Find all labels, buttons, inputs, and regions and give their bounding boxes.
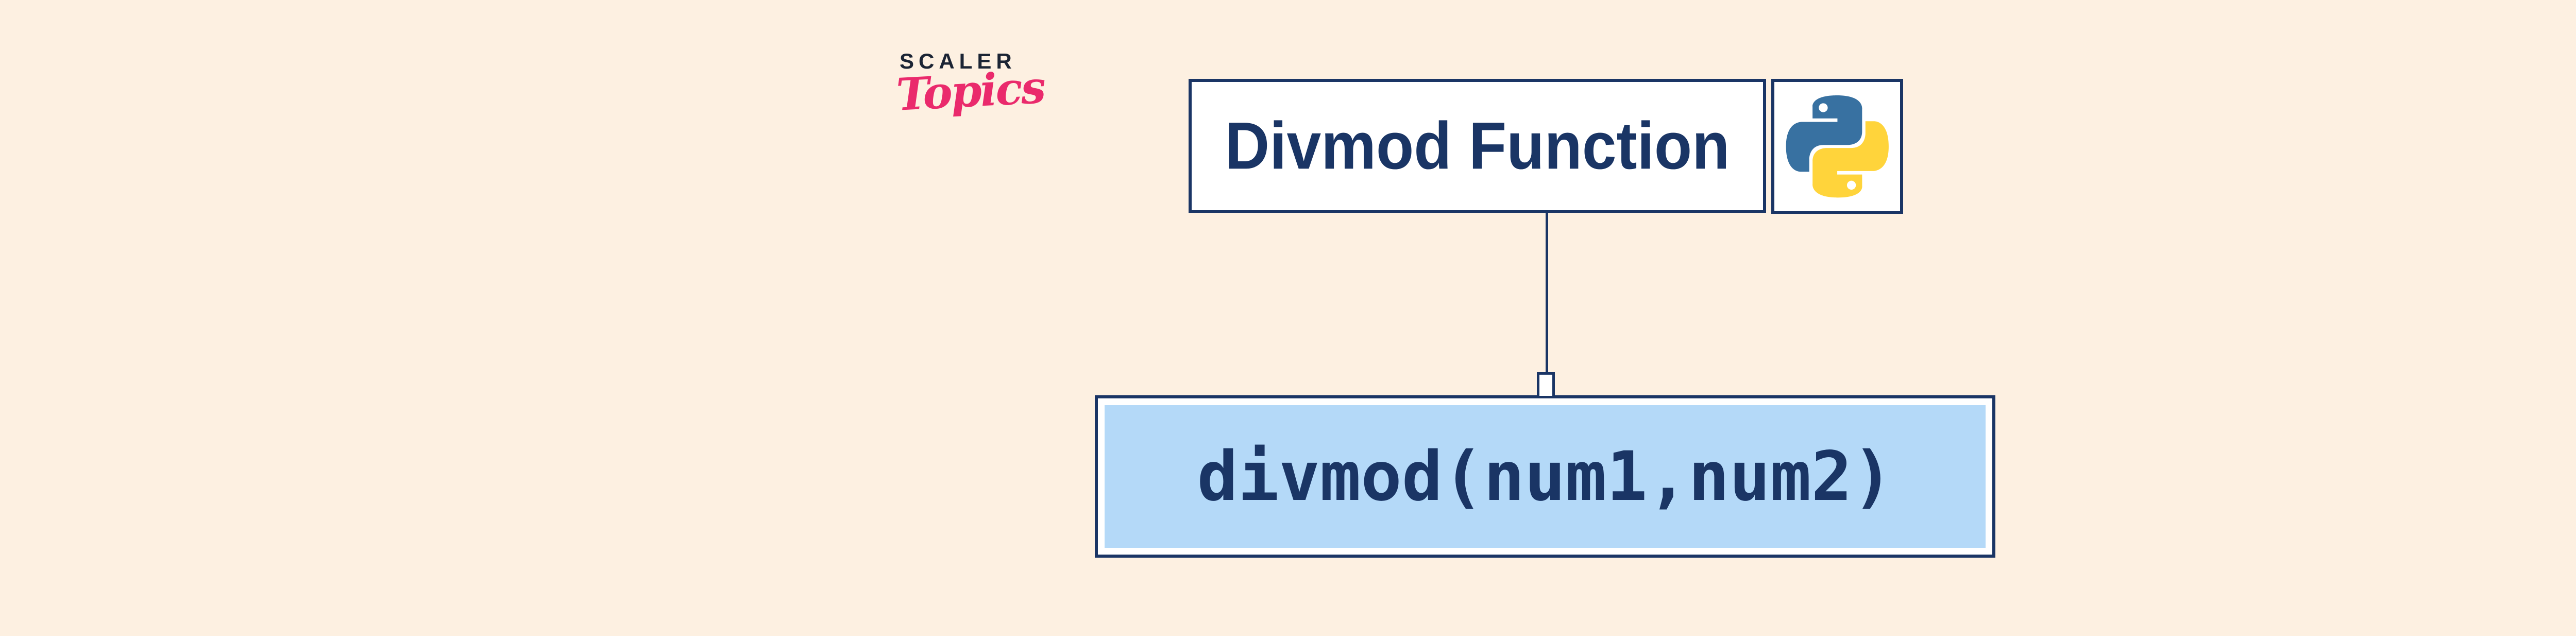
- logo-sub-text: Topics: [895, 61, 1046, 121]
- scaler-topics-logo: SCALER Topics: [895, 49, 1045, 121]
- title-box: Divmod Function: [1189, 79, 1766, 213]
- logo-brand-text: SCALER: [900, 49, 1016, 73]
- python-logo-box: [1771, 79, 1903, 214]
- python-icon: [1786, 95, 1889, 197]
- code-text: divmod(num1,num2): [1197, 437, 1893, 516]
- connector-line: [1546, 213, 1548, 373]
- page-title: Divmod Function: [1225, 108, 1730, 183]
- connector-cap: [1537, 372, 1555, 398]
- code-box: divmod(num1,num2): [1095, 395, 1995, 558]
- code-panel: divmod(num1,num2): [1105, 405, 1986, 548]
